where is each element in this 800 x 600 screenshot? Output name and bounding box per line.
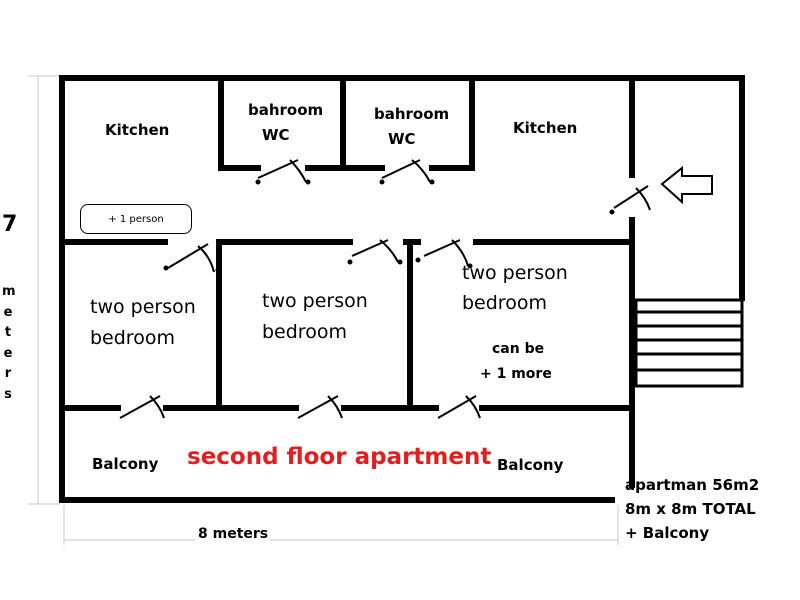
kitchen-right-label: Kitchen bbox=[513, 119, 578, 137]
height-letter: e bbox=[3, 304, 13, 320]
page-title: second floor apartment bbox=[187, 444, 492, 470]
summary-line-2: 8m x 8m TOTAL bbox=[625, 500, 756, 518]
door-swing-icon bbox=[379, 159, 435, 185]
bedroom-1-label-2: bedroom bbox=[90, 327, 175, 349]
bedroom-3-label-2: bedroom bbox=[462, 292, 547, 314]
walls bbox=[59, 75, 745, 503]
balcony-left-label: Balcony bbox=[92, 455, 159, 473]
height-letter: e bbox=[3, 345, 13, 361]
balcony-right-label: Balcony bbox=[497, 456, 564, 474]
bathroom-1-label: bahroom bbox=[248, 101, 324, 119]
bedroom-2-label-2: bedroom bbox=[262, 321, 347, 343]
width-label: 8 meters bbox=[196, 526, 271, 542]
bedroom-3-label: two person bbox=[462, 262, 568, 284]
door-swing-icon bbox=[609, 185, 651, 215]
height-value: 7 bbox=[2, 212, 18, 237]
bathroom-2-wc-label: WC bbox=[388, 130, 416, 148]
door-swing-icon bbox=[297, 395, 343, 419]
summary-line-3: + Balcony bbox=[625, 524, 710, 542]
height-letter: t bbox=[4, 325, 12, 340]
door-swing-icon bbox=[255, 159, 311, 185]
door-swing-icon bbox=[347, 239, 403, 265]
door-swing-icon bbox=[163, 243, 221, 273]
height-unit-vertical: m e t e r s bbox=[2, 282, 16, 405]
summary-line-1: apartman 56m2 bbox=[625, 476, 760, 494]
extra-person-note: + 1 person bbox=[80, 204, 192, 234]
door-swing-icon bbox=[437, 395, 481, 419]
bedroom-3-note-2: + 1 more bbox=[480, 366, 552, 382]
bathroom-2-label: bahroom bbox=[374, 105, 450, 123]
height-letter: r bbox=[4, 366, 12, 381]
bedroom-3-note: can be bbox=[492, 341, 545, 357]
dimension-lines bbox=[28, 75, 619, 545]
door-swing-icon bbox=[415, 239, 473, 269]
door-swing-icon bbox=[119, 395, 165, 419]
bathroom-1-wc-label: WC bbox=[262, 126, 290, 144]
height-letter: m bbox=[2, 284, 16, 299]
bedroom-1-label: two person bbox=[90, 296, 196, 318]
height-letter: s bbox=[4, 386, 12, 402]
bedroom-2-label: two person bbox=[262, 290, 368, 312]
kitchen-left-label: Kitchen bbox=[105, 121, 170, 139]
stairs-icon bbox=[634, 298, 744, 388]
entrance-arrow-icon bbox=[660, 165, 713, 205]
